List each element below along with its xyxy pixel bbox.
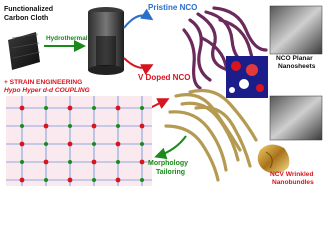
hypo-hyper-coupling-label: Hypo Hyper d-d COUPLING [4,87,90,94]
nanobundles-label: Nanobundles [272,179,314,186]
vdoped-nco-fibers [164,88,258,182]
gold-nanobundle-image [257,144,290,174]
pristine-nco-label: Pristine NCO [148,3,198,12]
crystal-lattice-image [6,96,152,186]
carbon-cloth-label: Carbon Cloth [4,15,49,22]
morphology-arrow [154,135,187,160]
autoclave-image [88,7,124,75]
lattice-arrow [149,98,170,109]
ncv-nanobundles-sem [269,95,323,141]
to-vdoped-arrow [123,57,154,75]
graphical-abstract: Functionalized Carbon Cloth Hydrothermal… [4,3,323,186]
strain-engineering-label: + STRAIN ENGINEERING [4,79,83,86]
nco-nanosheets-sem [269,5,323,55]
v-doped-nco-label: V Doped NCO [138,73,191,82]
carbon-cloth-image [8,32,41,70]
morphology-label: Morphology [148,160,189,167]
tailoring-label: Tailoring [156,169,186,176]
nanosheets-label: Nanosheets [278,63,316,70]
to-pristine-arrow [123,8,154,29]
hydrothermal-label: Hydrothermal [46,35,88,42]
atom-cluster-image [226,56,268,98]
nco-planar-label: NCO Planar [276,55,313,62]
functionalized-label: Functionalized [4,6,53,13]
diagram-canvas [6,5,323,186]
ncv-wrinkled-label: NCV Wrinkled [270,171,314,178]
